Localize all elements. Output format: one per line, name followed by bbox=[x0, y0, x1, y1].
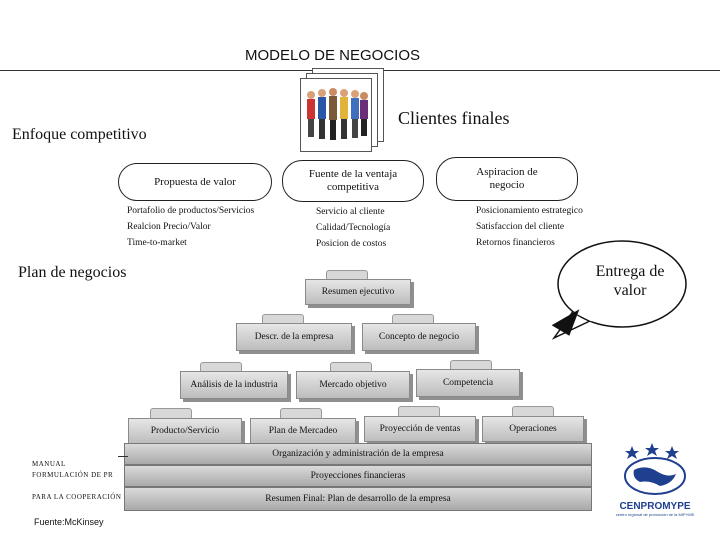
enfoque-competitivo-label: Enfoque competitivo bbox=[12, 126, 147, 143]
logo-subtext: centro regional de promoción de la MIPYM… bbox=[615, 512, 695, 517]
entrega-valor-label: Entrega de valor bbox=[595, 263, 665, 299]
cenpromype-logo: CENPROMYPE centro regional de promoción … bbox=[612, 440, 698, 520]
formulacion-text: FORMULACIÓN DE PR bbox=[32, 471, 114, 479]
resumen-ejecutivo-box: Resumen ejecutivo bbox=[305, 279, 411, 305]
clientes-finales-label: Clientes finales bbox=[398, 108, 510, 128]
cooperacion-text: PARA LA COOPERACIÓN bbox=[32, 493, 122, 501]
footer-divider bbox=[118, 456, 128, 457]
resumen-final-layer: Resumen Final: Plan de desarrollo de la … bbox=[124, 487, 592, 511]
proyeccion-ventas-box: Proyección de ventas bbox=[364, 416, 476, 442]
descr-empresa-box: Descr. de la empresa bbox=[236, 323, 352, 351]
analisis-industria-box: Análisis de la industria bbox=[180, 371, 288, 399]
entrega-valor-bubble bbox=[552, 240, 687, 340]
fuente-ventaja-pill: Fuente de la ventaja competitiva bbox=[282, 160, 424, 202]
list-item: Posicion de costos bbox=[316, 239, 387, 249]
aspiracion-negocio-list: Posicionamiento estrategico Satisfaccion… bbox=[476, 203, 583, 251]
page-title: MODELO DE NEGOCIOS bbox=[245, 47, 421, 64]
mercado-objetivo-box: Mercado objetivo bbox=[296, 371, 410, 399]
competencia-box: Competencia bbox=[416, 369, 520, 397]
fuente-ventaja-list: Servicio al cliente Calidad/Tecnología P… bbox=[316, 204, 390, 252]
organizacion-layer: Organización y administración de la empr… bbox=[124, 443, 592, 465]
propuesta-valor-list: Portafolio de productos/Servicios Realci… bbox=[127, 203, 254, 251]
propuesta-valor-pill: Propuesta de valor bbox=[118, 163, 272, 201]
list-item: Servicio al cliente bbox=[316, 207, 385, 217]
list-item: Portafolio de productos/Servicios bbox=[127, 206, 255, 216]
list-item: Posicionamiento estrategico bbox=[476, 206, 583, 216]
operaciones-box: Operaciones bbox=[482, 416, 584, 442]
list-item: Calidad/Tecnología bbox=[316, 223, 391, 233]
manual-text: MANUAL bbox=[32, 460, 66, 468]
list-item: Satisfaccion del cliente bbox=[476, 222, 565, 232]
list-item: Time-to-market bbox=[127, 238, 187, 248]
people-illustration bbox=[300, 68, 386, 152]
proyecciones-layer: Proyecciones financieras bbox=[124, 465, 592, 487]
plan-mercadeo-box: Plan de Mercadeo bbox=[250, 418, 356, 444]
concepto-negocio-box: Concepto de negocio bbox=[362, 323, 476, 351]
logo-map-icon bbox=[624, 443, 686, 495]
fuente-text: Fuente:McKinsey bbox=[34, 517, 104, 527]
list-item: Retornos financieros bbox=[476, 238, 555, 248]
aspiracion-negocio-pill: Aspiracion de negocio bbox=[436, 157, 578, 201]
logo-text: CENPROMYPE bbox=[619, 501, 691, 512]
list-item: Realcion Precio/Valor bbox=[127, 222, 211, 232]
plan-negocios-label: Plan de negocios bbox=[18, 264, 127, 281]
producto-servicio-box: Producto/Servicio bbox=[128, 418, 242, 444]
